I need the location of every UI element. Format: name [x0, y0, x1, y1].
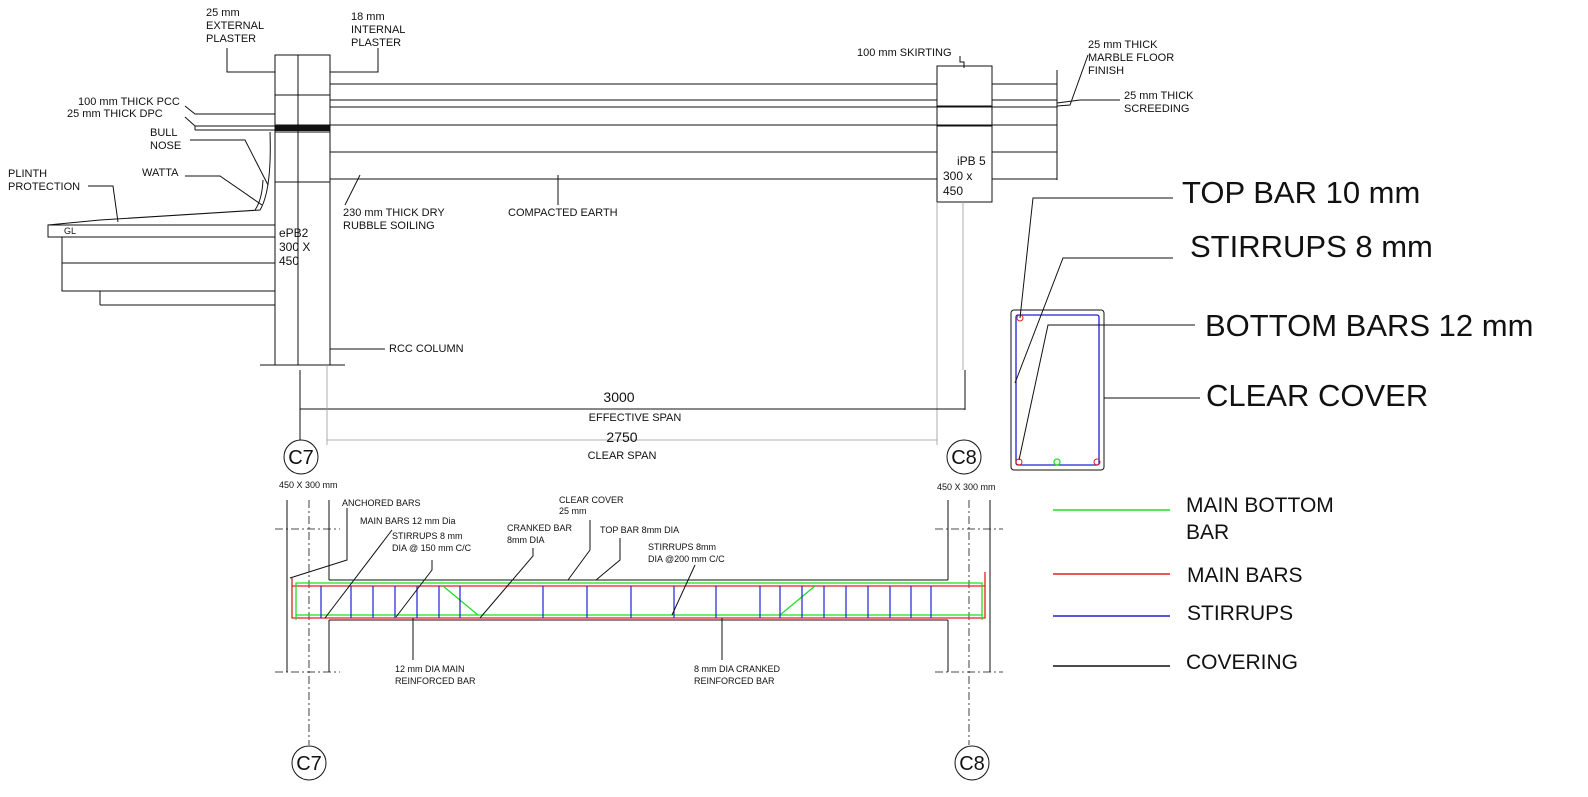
- rubble-label-2: RUBBLE SOILING: [343, 220, 435, 232]
- gl-label: GL: [64, 226, 76, 236]
- pcc-label: 100 mm THICK PCC: [78, 96, 180, 108]
- plinth-label-1: PLINTH: [8, 168, 47, 180]
- legend-label-covering: COVERING: [1186, 651, 1298, 674]
- main-bottom-bars: [295, 582, 983, 620]
- cranked-reinf-label-1: 8 mm DIA CRANKED: [694, 664, 781, 674]
- screeding-label-1: 25 mm THICK: [1124, 90, 1194, 102]
- effective-span-value: 3000: [603, 389, 634, 405]
- beam-elevation: 450 X 300 mm 450 X 300 mm ANCHORED BARS …: [275, 480, 1003, 781]
- main-reinf-label-1: 12 mm DIA MAIN: [395, 664, 465, 674]
- stirrups200-label-2: DIA @200 mm C/C: [648, 554, 725, 564]
- marble-label-3: FINISH: [1088, 65, 1124, 77]
- column-tag-c8-bottom: C8: [959, 753, 985, 775]
- stirrups150-label-2: DIA @ 150 mm C/C: [392, 543, 472, 553]
- stirrups-callout: STIRRUPS 8 mm: [1190, 229, 1433, 264]
- epb2-label-3: 450: [279, 254, 299, 268]
- bottom-bars-callout: BOTTOM BARS 12 mm: [1205, 308, 1533, 343]
- cranked-reinf-label-2: REINFORCED BAR: [694, 676, 775, 686]
- external-plaster-label-2: EXTERNAL: [206, 20, 264, 32]
- ipb5-label-1: iPB 5: [957, 154, 986, 168]
- legend-label-main-bars: MAIN BARS: [1187, 564, 1303, 587]
- left-wall-upper: [274, 54, 331, 96]
- rubble-soiling-layer: [329, 124, 938, 153]
- legend-label-main-bottom-1: MAIN BOTTOM: [1186, 494, 1334, 517]
- ipb5-label-3: 450: [943, 184, 963, 198]
- legend: MAIN BOTTOM BAR MAIN BARS STIRRUPS COVER…: [1053, 494, 1334, 674]
- dpc-label: 25 mm THICK DPC: [67, 108, 163, 120]
- external-plaster-label-3: PLASTER: [206, 33, 256, 45]
- beam-cross-section: TOP BAR 10 mm STIRRUPS 8 mm BOTTOM BARS …: [1010, 175, 1533, 471]
- dpc-band: [275, 125, 330, 131]
- compacted-earth-layer: [329, 151, 938, 180]
- main-bars: [291, 572, 986, 619]
- ipb5-label-2: 300 x: [943, 169, 972, 183]
- clear-cover-callout: CLEAR COVER: [1206, 378, 1428, 413]
- column-tag-c8-top: C8: [951, 447, 977, 469]
- rubble-label-1: 230 mm THICK DRY: [343, 207, 445, 219]
- effective-span-label: EFFECTIVE SPAN: [589, 412, 682, 424]
- cranked-label-1: CRANKED BAR: [507, 523, 573, 533]
- legend-label-stirrups: STIRRUPS: [1187, 602, 1293, 625]
- marble-finish-layer: [329, 99, 938, 108]
- top-bar-callout: TOP BAR 10 mm: [1182, 175, 1420, 210]
- stirrups: [320, 586, 932, 618]
- stirrups150-label-1: STIRRUPS 8 mm: [392, 531, 463, 541]
- column-tag-c7-top: C7: [288, 447, 314, 469]
- clear-cover-label-2: 25 mm: [559, 506, 587, 516]
- bull-nose-label-1: BULL: [150, 127, 178, 139]
- stirrups200-label-1: STIRRUPS 8mm: [648, 542, 716, 552]
- epb2-label-1: ePB2: [279, 226, 309, 240]
- marble-label-1: 25 mm THICK: [1088, 39, 1158, 51]
- plinth-label-2: PROTECTION: [8, 181, 80, 193]
- watta-label: WATTA: [142, 167, 179, 179]
- internal-plaster-label-2: INTERNAL: [351, 24, 405, 36]
- left-wall-lower: [274, 131, 331, 183]
- floor-section: 25 mm EXTERNAL PLASTER 18 mm INTERNAL PL…: [8, 7, 1194, 475]
- marble-label-2: MARBLE FLOOR: [1088, 52, 1174, 64]
- col-size-left: 450 X 300 mm: [279, 480, 338, 490]
- clear-span-label: CLEAR SPAN: [588, 450, 657, 462]
- main-reinf-label-2: REINFORCED BAR: [395, 676, 476, 686]
- top-bar-label: TOP BAR 8mm DIA: [600, 525, 679, 535]
- internal-plaster-label-1: 18 mm: [351, 11, 385, 23]
- anchored-bars-label: ANCHORED BARS: [342, 498, 421, 508]
- epb2-label-2: 300 X: [279, 240, 310, 254]
- main-bars-label: MAIN BARS 12 mm Dia: [360, 516, 456, 526]
- clear-cover-label-1: CLEAR COVER: [559, 495, 624, 505]
- clear-span-value: 2750: [606, 429, 637, 445]
- skirting-label: 100 mm SKIRTING: [857, 47, 952, 59]
- external-plaster-label-1: 25 mm: [206, 7, 240, 19]
- screeding-layer: [329, 106, 1058, 126]
- column-tag-c7-bottom: C7: [296, 753, 322, 775]
- bull-nose-label-2: NOSE: [150, 140, 181, 152]
- screeding-label-2: SCREEDING: [1124, 103, 1189, 115]
- rcc-column-label: RCC COLUMN: [389, 343, 464, 355]
- cranked-label-2: 8mm DIA: [507, 535, 545, 545]
- col-size-right: 450 X 300 mm: [937, 482, 996, 492]
- internal-plaster-label-3: PLASTER: [351, 37, 401, 49]
- legend-label-main-bottom-2: BAR: [1186, 521, 1229, 544]
- compacted-earth-label: COMPACTED EARTH: [508, 207, 618, 219]
- right-wall: [936, 65, 993, 107]
